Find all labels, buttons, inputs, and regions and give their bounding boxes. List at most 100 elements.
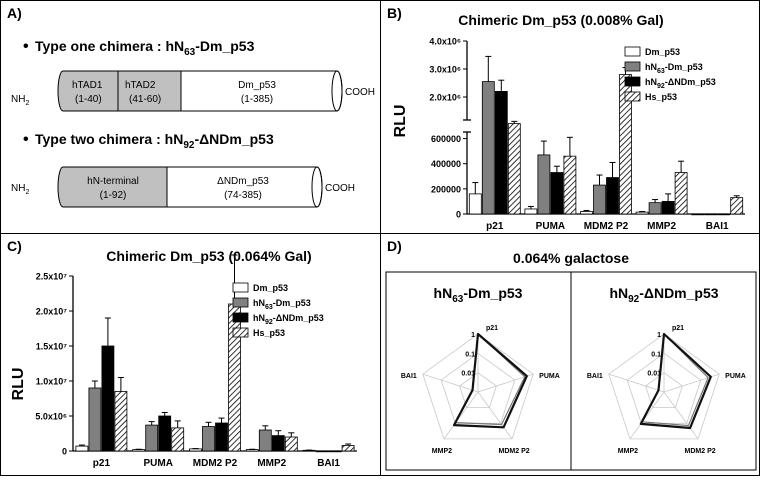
radar1-axis-label-mdm2-p2: MDM2 P2 [499,448,530,455]
chimera1-bullet: • [23,38,29,55]
chart-d-title: 0.064% galactose [513,250,629,266]
chart-c-bar-mdm2-p2-1 [202,426,215,452]
radar1-axis-label-puma: PUMA [539,373,560,380]
chart-c-ytick-label-2: 1.0x10⁷ [36,377,68,387]
chart-c-legend-swatch-0 [232,282,249,293]
chart-b-xtick-p21: p21 [486,221,504,232]
chart-c-bar-mmp2-3 [284,436,298,452]
chimera1-dm-name: Dm_p53 [238,80,276,91]
chart-b-legend-swatch-3 [624,91,641,102]
radar2-axis-label-bai1: BAI1 [587,373,603,380]
radar2-spoke-mmp2 [629,391,665,440]
chart-b-ytick-label-lower-2: 400000 [431,159,461,169]
chart-b-legend-swatch-2 [624,76,641,87]
chimera1-nh2: NH2 [11,94,29,107]
chart-c-ytick-label-5: 2.5x10⁷ [36,272,68,282]
chimera1-domain-dm-p53 [180,70,343,112]
chart-c-bar-puma-1 [145,424,159,452]
radar1-series-outer [452,332,528,429]
chart-c-bar-p21-3 [114,391,128,452]
radar2-ring-2 [645,372,683,409]
chart-b-legend-label-2: hN92-ΔNDm_p53 [645,77,716,90]
radar1-ring-label-1: 0.1 [465,351,475,358]
chart-c-bar-puma-0 [132,449,146,452]
radar2-axis-label-mdm2-p2: MDM2 P2 [685,448,716,455]
radar2-ring-label-2: 0.01 [647,371,661,378]
panel-c-label: C) [7,238,22,254]
chimera1-htad2-range: (41-60) [129,94,161,105]
chart-b-legend-label-3: Hs_p53 [645,92,677,102]
chimera2-dndm-range: (74-385) [224,190,262,201]
chimera1-cooh: COOH [345,87,375,98]
chart-b-bar-p21-3 [507,123,521,215]
radar1-title: hN63-Dm_p53 [434,285,523,305]
chart-b-bar-mdm2-p2-2 [606,177,619,215]
chart-b-bar-bai1-3 [730,197,744,215]
chart-c-legend-swatch-2 [232,312,249,323]
chart-c-xtick-puma: PUMA [143,458,172,469]
chart-c-ytick-label-3: 1.5x10⁷ [36,342,68,352]
chimera1-dm-range: (1-385) [241,94,273,105]
radar2-series-inner [641,333,709,427]
chart-b-xtick-bai1: BAI1 [706,221,729,232]
chart-c-legend-swatch-1 [232,297,249,308]
chart-c-bar-mmp2-2 [271,435,285,452]
chart-c-xtick-mdm2-p2: MDM2 P2 [193,458,238,469]
chart-b-ytick-label-upper-2: 4.0x10⁶ [429,37,461,47]
radar2-ring-0 [608,333,720,440]
chart-c-legend-label-2: hN92-ΔNDm_p53 [253,313,324,326]
chart-b-bar-bai1-2 [717,213,731,216]
chart-c-xtick-mmp2: MMP2 [257,458,286,469]
radar2-ring-label-1: 0.1 [651,351,661,358]
chart-b-ytick-label-lower-1: 200000 [431,184,461,194]
chimera1-htad1-range: (1-40) [75,94,102,105]
radar1-axis-label-p21: p21 [486,325,498,332]
panel-b-label: B) [387,5,402,21]
chimera2-title: Type two chimera : hN92-ΔNDm_p53 [35,131,274,151]
radar1-spoke-puma [477,373,534,393]
radar1-spoke-mdm2-p2 [477,391,513,440]
chart-b-xtick-puma: PUMA [536,221,565,232]
chimera1-htad2-name: hTAD2 [125,80,156,91]
chart-c-bar-p21-0 [75,445,89,452]
chart-b-bar-puma-3 [563,155,577,215]
chimera1-cap [331,70,343,112]
radar2-axis-label-puma: PUMA [725,373,746,380]
chart-b-xtick-mmp2: MMP2 [647,221,676,232]
chart-b-bar-mmp2-2 [661,201,675,215]
chart-b-ytick-label-lower-3: 600000 [431,134,461,144]
radar1-axis-label-bai1: BAI1 [401,373,417,380]
chimera2-hn-name: hN-terminal [87,176,139,187]
chart-c-legend-label-3: Hs_p53 [253,328,285,338]
radar1-ring-label-2: 0.01 [461,371,475,378]
radar1-ring-2 [459,372,497,409]
chart-c-bars [75,254,355,453]
panel-d: D) 0.064% galactose hN63-Dm_p53 hN92-ΔND… [380,233,760,476]
chart-b-bars [468,55,744,216]
chart-b-bar-mmp2-3 [674,172,688,215]
chart-c-bar-p21-2 [101,345,115,452]
chart-c-bar-puma-3 [171,427,185,452]
chart-c-legend-label-1: hN63-Dm_p53 [253,298,311,311]
chart-b-ytick-label-upper-0: 2.0x10⁶ [429,93,461,103]
chart-c-xtick-bai1: BAI1 [317,458,340,469]
radar1-axis-label-mmp2: MMP2 [432,448,452,455]
chimera1-domain-htad1 [57,70,119,112]
chart-b-bar-bai1-1 [704,213,718,216]
chart-b: B) Chimeric Dm_p53 (0.008% Gal) RLU 0200… [387,5,745,232]
chimera2-domain-hn-terminal [57,166,168,208]
chart-b-bar-mmp2-1 [648,202,662,215]
chart-c-bar-bai1-3 [341,444,355,452]
chart-b-legend-label-1: hN63-Dm_p53 [645,62,703,75]
chart-c-legend-label-0: Dm_p53 [253,283,288,293]
chimera2-domain-dndm-p53 [166,166,323,208]
chart-b-bar-mdm2-p2-0 [580,211,593,215]
chart-c-bar-bai1-1 [315,450,329,453]
chimera2-hn-range: (1-92) [100,190,127,201]
